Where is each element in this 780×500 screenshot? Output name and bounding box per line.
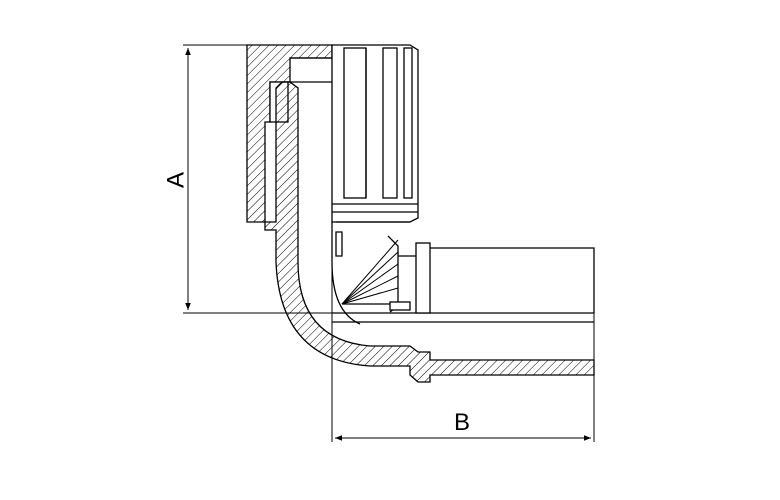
nut-flute-3 xyxy=(403,47,413,199)
elbow-body-section xyxy=(264,81,595,383)
dimension-b-label: B xyxy=(454,409,470,436)
nut-exterior xyxy=(331,44,419,223)
outlet-collar xyxy=(415,242,431,314)
grip-cone xyxy=(335,231,411,313)
nut-flute-2 xyxy=(382,47,398,199)
dimension-a-label: A xyxy=(162,172,189,188)
side-outlet xyxy=(398,242,595,314)
nut-flute-1 xyxy=(343,47,367,199)
